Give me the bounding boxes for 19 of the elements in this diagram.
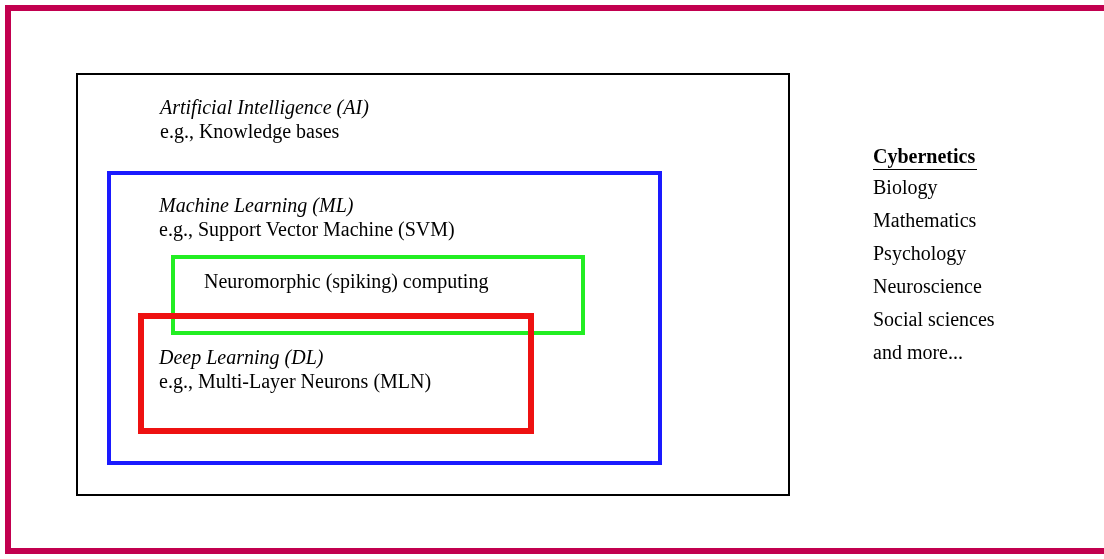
inner-box xyxy=(107,171,662,465)
list-item: Neuroscience xyxy=(873,274,982,298)
list-item: and more... xyxy=(873,340,963,364)
outer-frame xyxy=(5,5,1104,554)
title: Neuromorphic (spiking) computing xyxy=(204,269,489,293)
example-text: e.g., Multi-Layer Neurons (MLN) xyxy=(159,369,432,393)
list-item: Social sciences xyxy=(873,307,995,331)
title: Machine Learning (ML) xyxy=(159,193,354,217)
outer-box xyxy=(76,73,790,496)
title: Artificial Intelligence (AI) xyxy=(160,95,369,119)
inner-box xyxy=(138,313,534,434)
list-item: Psychology xyxy=(873,241,967,265)
overlap-box xyxy=(171,255,585,335)
title: Deep Learning (DL) xyxy=(159,345,324,369)
heading: Cybernetics xyxy=(873,144,978,170)
example-text: e.g., Knowledge bases xyxy=(160,119,340,143)
list-item: Mathematics xyxy=(873,208,977,232)
list-item: Biology xyxy=(873,175,938,199)
example-text: e.g., Support Vector Machine (SVM) xyxy=(159,217,455,241)
